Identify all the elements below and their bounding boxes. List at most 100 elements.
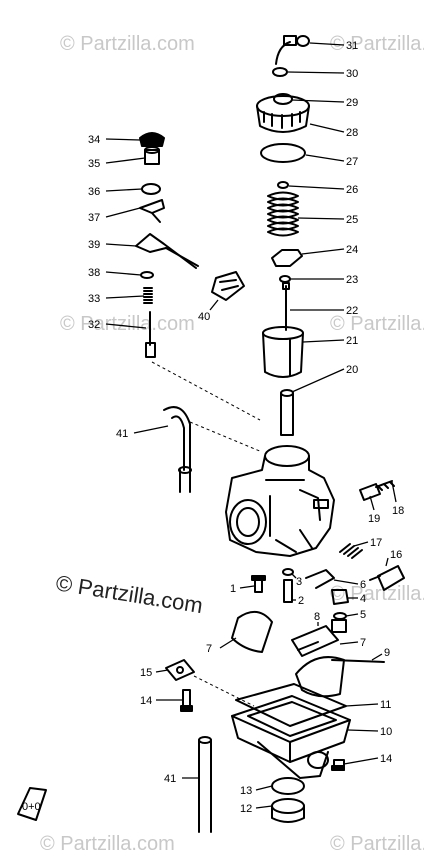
part-35-adjuster: [144, 146, 160, 165]
callout-14-upper: 14: [140, 695, 152, 707]
part-17-pilot-screw-spring: [339, 543, 363, 559]
svg-text:0+0: 0+0: [22, 801, 41, 813]
callout-21: 21: [346, 335, 358, 347]
callout-40: 40: [198, 311, 210, 323]
callout-24: 24: [346, 244, 358, 256]
callout-12: 12: [240, 803, 252, 815]
part-36-nut: [141, 183, 161, 195]
callout-35: 35: [88, 158, 100, 170]
part-9-float-pin: [331, 659, 385, 663]
part-4b-jet-holder: [331, 619, 347, 633]
callout-34: 34: [88, 134, 100, 146]
callout-1: 1: [230, 583, 236, 595]
callout-19: 19: [368, 513, 380, 525]
callout-14-lower: 14: [380, 753, 392, 765]
part-11-gasket: [235, 683, 347, 727]
watermark-faint: © Partzilla.com: [330, 583, 424, 605]
part-15-bracket: [165, 659, 195, 681]
callout-8: 8: [314, 611, 320, 623]
part-16-throttle-screw: [369, 565, 405, 591]
callout-36: 36: [88, 186, 100, 198]
part-6-clip: [305, 569, 335, 589]
part-4-main-jet: [331, 589, 349, 605]
callout-28: 28: [346, 127, 358, 139]
part-30-washer: [272, 67, 288, 77]
part-22-needle: [282, 282, 290, 331]
watermark-main: © Partzilla.com: [54, 570, 204, 618]
callout-39: 39: [88, 239, 100, 251]
part-32-starter-plunger: [145, 311, 156, 358]
part-38-washer: [140, 271, 154, 279]
part-26-seat: [277, 181, 289, 189]
callout-11: 11: [380, 699, 391, 711]
callout-13: 13: [240, 785, 252, 797]
callout-5: 5: [360, 609, 366, 621]
part-10-float-bowl: [231, 695, 351, 779]
part-20-needle-jet: [280, 389, 294, 436]
callout-10: 10: [380, 726, 392, 738]
callout-15: 15: [140, 667, 152, 679]
callout-31: 31: [346, 40, 358, 52]
callout-18: 18: [392, 505, 404, 517]
part-33-spring: [143, 287, 153, 304]
part-39-lever: [135, 233, 199, 269]
part-25-spring: [267, 191, 299, 237]
callout-27: 27: [346, 156, 358, 168]
part-29-oring: [273, 93, 293, 105]
part-13-gasket: [271, 777, 305, 795]
callout-33: 33: [88, 293, 100, 305]
part-12-drain-plug: [271, 798, 305, 823]
callout-41-upper: 41: [116, 428, 128, 440]
part-3-washer: [282, 568, 294, 576]
callout-22: 22: [346, 305, 358, 317]
callout-7-left: 7: [206, 643, 212, 655]
part-28-mixing-chamber-top: [256, 95, 310, 133]
faint-watermarks: © Partzilla.com © Partzilla.com © Partzi…: [40, 33, 424, 855]
part-41-upper-hose: [163, 406, 192, 493]
callout-7-right: 7: [360, 637, 366, 649]
part-41-lower-hose: [198, 736, 212, 833]
callout-32: 32: [88, 319, 100, 331]
dashed-guide-hose: [189, 421, 263, 453]
dashed-guide-plunger: [151, 361, 261, 421]
watermark-faint: © Partzilla.com: [60, 313, 195, 335]
part-7-float-right: [295, 656, 345, 698]
callout-4: 4: [360, 593, 366, 605]
callout-29: 29: [346, 97, 358, 109]
callout-41-lower: 41: [164, 773, 176, 785]
callout-20: 20: [346, 364, 358, 376]
part-2-jet: [283, 579, 293, 603]
callouts: 31 30 29 28 27 26 25 24 23 22 21 20 34 3…: [88, 40, 404, 815]
callout-30: 30: [346, 68, 358, 80]
watermark-faint: © Partzilla.com: [60, 33, 195, 55]
watermark-faint: © Partzilla.com: [330, 313, 424, 335]
part-23-clip: [279, 275, 291, 283]
dashed-guide-bracket: [193, 675, 255, 707]
watermark-faint: © Partzilla.com: [330, 833, 424, 855]
part-14-screw-lower: [331, 759, 345, 771]
part-31-elbow: [275, 35, 310, 65]
watermark-faint: © Partzilla.com: [40, 833, 175, 855]
part-1-screw: [251, 575, 266, 593]
callout-2: 2: [298, 595, 304, 607]
part-37-bracket: [139, 199, 165, 223]
corner-mark: 0+0: [17, 787, 47, 821]
callout-6: 6: [360, 579, 366, 591]
part-27-gasket: [260, 143, 306, 163]
part-8-float-arm: [291, 625, 339, 657]
callout-37: 37: [88, 212, 100, 224]
callout-26: 26: [346, 184, 358, 196]
callout-16: 16: [390, 549, 402, 561]
part-24-plate: [271, 249, 303, 267]
part-40-knob: [211, 271, 245, 301]
part-7-float-left: [231, 611, 273, 653]
part-19-screw: [359, 480, 393, 501]
part-5-washer: [333, 612, 347, 620]
watermark-faint: © Partzilla.com: [330, 33, 424, 55]
part-21-throttle-valve: [262, 326, 304, 378]
callout-38: 38: [88, 267, 100, 279]
callout-23: 23: [346, 274, 358, 286]
callout-3: 3: [296, 576, 302, 588]
callout-17: 17: [370, 537, 382, 549]
